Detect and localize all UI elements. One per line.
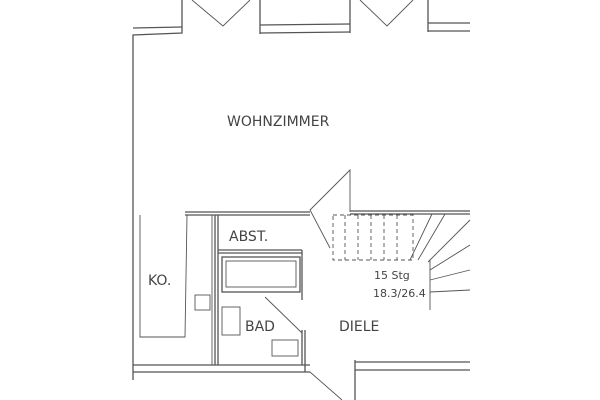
room-label-abst: ABST. bbox=[229, 229, 268, 245]
bathtub bbox=[221, 256, 301, 293]
room-label-wohnzimmer: WOHNZIMMER bbox=[227, 114, 330, 130]
kitchen-counter bbox=[139, 214, 213, 365]
bathroom-fixtures bbox=[221, 256, 301, 357]
sink bbox=[271, 339, 299, 357]
stair-steps-label: 15 Stg bbox=[374, 269, 410, 282]
staircase bbox=[332, 213, 471, 310]
outer-walls bbox=[132, 0, 470, 380]
toilet bbox=[221, 306, 241, 336]
room-label-diele: DIELE bbox=[339, 319, 379, 335]
inner-walls bbox=[133, 210, 470, 400]
stair-dimensions-label: 18.3/26.4 bbox=[373, 287, 426, 300]
room-label-ko: KO. bbox=[148, 273, 171, 289]
room-label-bad: BAD bbox=[245, 319, 275, 335]
door-swings bbox=[191, 0, 414, 400]
